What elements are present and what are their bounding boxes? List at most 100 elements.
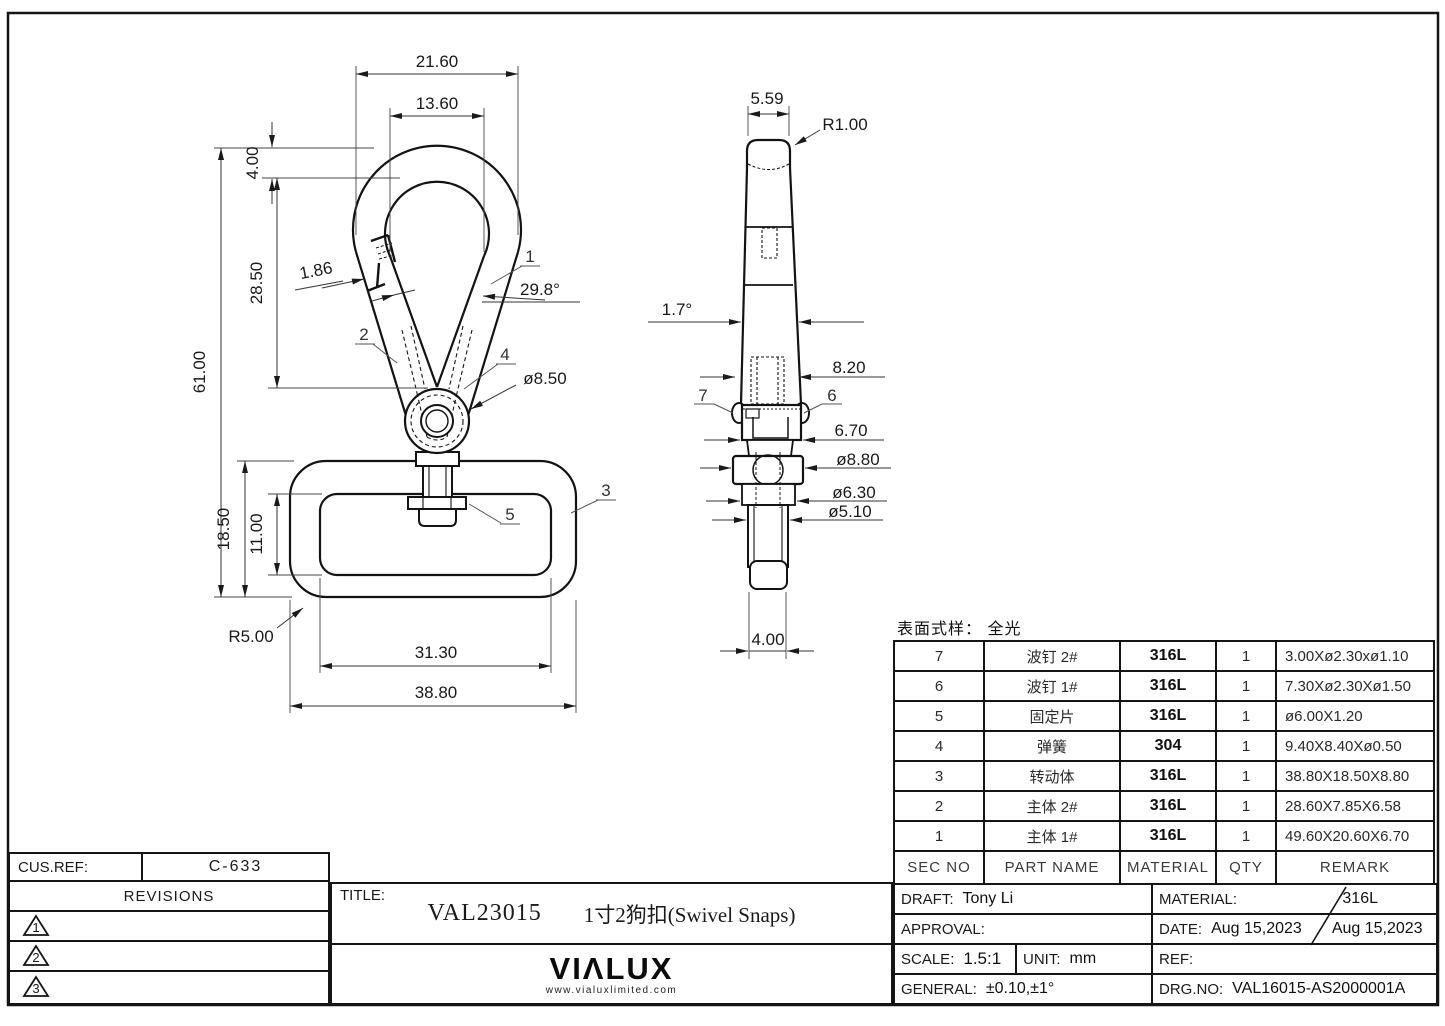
info-block: DRAFT: Tony Li MATERIAL: 316L APPROVAL: …	[893, 883, 1438, 1005]
remark: ø6.00X1.20	[1275, 700, 1435, 732]
dim-gate-thickness: 1.86	[298, 258, 334, 283]
qty: 1	[1215, 640, 1277, 672]
callout-2: 2	[359, 325, 368, 344]
part-name: 转动体	[983, 760, 1121, 792]
dim-thickness-top: 4.00	[243, 146, 262, 179]
dim-stem-diameter: ø5.10	[828, 502, 871, 521]
header-sec-no: SEC NO	[893, 850, 985, 885]
dim-clip-width: 8.20	[832, 358, 865, 377]
qty: 1	[1215, 730, 1277, 762]
table-row: 3 转动体 316L 1 38.80X18.50X8.80	[893, 760, 1435, 792]
remark: 7.30Xø2.30Xø1.50	[1275, 670, 1435, 702]
dim-opening-depth: 28.50	[247, 262, 266, 305]
dim-loop-corner-radius: R5.00	[228, 627, 273, 646]
table-row: 5 固定片 316L 1 ø6.00X1.20	[893, 700, 1435, 732]
drg-no-value: VAL16015-AS2000001A	[1232, 980, 1406, 997]
remark: 28.60X7.85X6.58	[1275, 790, 1435, 822]
parts-table: 7 波钉 2# 316L 1 3.00Xø2.30xø1.10 6 波钉 1# …	[893, 640, 1435, 885]
scale-unit-ref-row: SCALE: 1.5:1 UNIT: mm REF:	[895, 945, 1436, 975]
dim-top-width: 5.59	[750, 89, 783, 108]
date-cell: DATE: Aug 15,2023 Aug 15,2023	[1153, 915, 1436, 943]
revision-triangle-icon: 1	[22, 914, 50, 936]
draft-label: DRAFT:	[901, 890, 954, 908]
approval-label: APPROVAL:	[901, 920, 985, 938]
title-label: TITLE:	[340, 887, 386, 904]
revision-row-1: 1	[10, 912, 328, 942]
dim-clip-lower-width: 6.70	[834, 421, 867, 440]
pivot-joint	[401, 325, 473, 455]
dim-gate-angle: 29.8°	[520, 280, 560, 299]
part-name: 固定片	[983, 700, 1121, 732]
revision-number: 1	[32, 920, 39, 935]
unit-label: UNIT:	[1023, 950, 1061, 968]
header-remark: REMARK	[1275, 850, 1435, 885]
unit-value: mm	[1069, 950, 1097, 967]
header-material: MATERIAL	[1119, 850, 1217, 885]
sec-no: 1	[893, 820, 985, 852]
surface-finish-note: 表面式样： 全光	[897, 621, 1022, 638]
qty: 1	[1215, 700, 1277, 732]
title-row: TITLE: VAL23015 1寸2狗扣(Swivel Snaps)	[332, 884, 891, 945]
draft-value: Tony Li	[962, 890, 1014, 907]
dim-loop-width: 38.80	[415, 683, 458, 702]
revision-number: 3	[32, 981, 39, 996]
material: 316L	[1119, 790, 1217, 822]
side-body	[739, 138, 803, 405]
title-section: TITLE: VAL23015 1寸2狗扣(Swivel Snaps) VIΛL…	[330, 882, 893, 1005]
sec-no: 5	[893, 700, 985, 732]
sec-no: 3	[893, 760, 985, 792]
sec-no: 6	[893, 670, 985, 702]
revision-triangle-icon: 2	[22, 944, 50, 966]
revision-row-3: 3	[10, 972, 328, 1001]
scale-cell: SCALE: 1.5:1	[895, 945, 1017, 973]
drg-no-cell: DRG.NO: VAL16015-AS2000001A	[1153, 975, 1436, 1003]
material: 316L	[1119, 670, 1217, 702]
front-view-dimensions	[214, 66, 616, 713]
side-view-dimensions	[648, 106, 891, 659]
table-row: 2 主体 2# 316L 1 28.60X7.85X6.58	[893, 790, 1435, 822]
vialux-logo: VIΛLUX	[549, 950, 674, 986]
dim-loop-inner-width: 31.30	[415, 643, 458, 662]
cus-ref-row: CUS.REF: C-633	[10, 854, 328, 882]
dim-top-radius: R1.00	[822, 115, 867, 134]
part-title: 1寸2狗扣(Swivel Snaps)	[583, 902, 796, 927]
dim-loop-inner-height: 11.00	[247, 513, 266, 554]
table-header-row: SEC NO PART NAME MATERIAL QTY REMARK	[893, 850, 1435, 885]
draft-cell: DRAFT: Tony Li	[895, 885, 1153, 913]
drawing-border	[6, 11, 1440, 1007]
callout-3: 3	[601, 481, 610, 500]
callout-1: 1	[525, 247, 534, 266]
sec-no: 4	[893, 730, 985, 762]
table-row: 7 波钉 2# 316L 1 3.00Xø2.30xø1.10	[893, 640, 1435, 672]
qty: 1	[1215, 760, 1277, 792]
callout-7: 7	[698, 386, 707, 405]
ref-label: REF:	[1159, 950, 1194, 968]
part-name: 波钉 2#	[983, 640, 1121, 672]
side-clip	[731, 402, 810, 457]
material-value: 316L	[1342, 890, 1378, 907]
revisions-block: CUS.REF: C-633 REVISIONS 1 2 3	[8, 852, 330, 1005]
general-value: ±0.10,±1°	[985, 980, 1055, 997]
dim-neck-diameter: ø6.30	[832, 483, 875, 502]
approval-cell: APPROVAL:	[895, 915, 1153, 943]
general-label: GENERAL:	[901, 980, 977, 998]
date-label: DATE:	[1159, 920, 1203, 938]
header-qty: QTY	[1215, 850, 1277, 885]
revision-triangle-icon: 3	[22, 974, 50, 997]
ref-cell: REF:	[1153, 945, 1436, 973]
logo-row: VIΛLUX www.vialuxlimited.com	[332, 945, 891, 1003]
callout-5: 5	[505, 505, 514, 524]
part-name: 弹簧	[983, 730, 1121, 762]
cus-ref-value: C-633	[208, 858, 263, 875]
remark: 38.80X18.50X8.80	[1275, 760, 1435, 792]
revision-number: 2	[32, 950, 39, 965]
gate-seam	[366, 233, 397, 293]
revisions-label: REVISIONS	[123, 887, 215, 905]
callout-4: 4	[500, 345, 509, 364]
material-label: MATERIAL:	[1159, 890, 1238, 908]
website-url: www.vialuxlimited.com	[545, 984, 678, 996]
cus-ref-label: CUS.REF:	[10, 854, 143, 880]
scale-label: SCALE:	[901, 950, 955, 968]
